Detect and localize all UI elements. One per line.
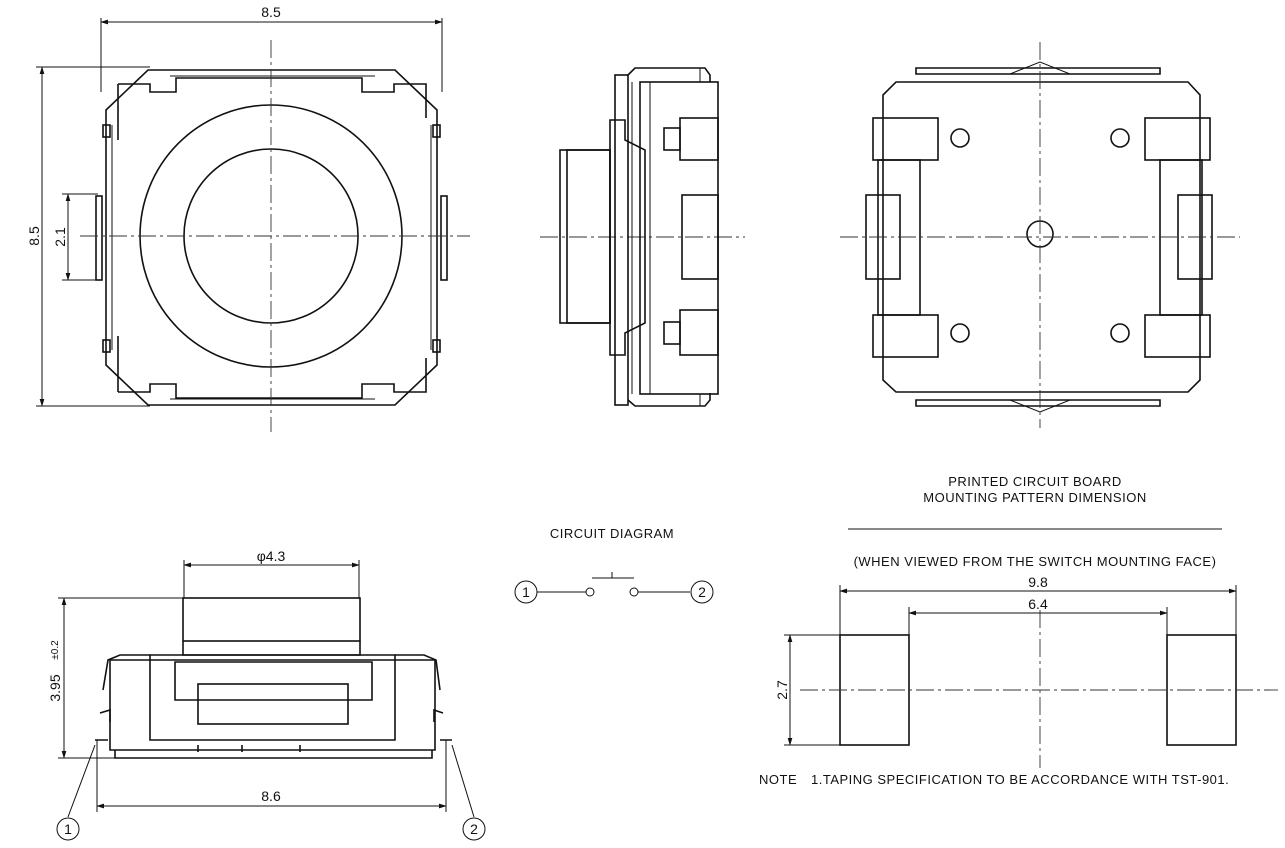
pin-2-callout xyxy=(462,817,486,841)
pin-1-label: 1 xyxy=(64,821,72,837)
top-view: 8.5 8.5 2.1 xyxy=(26,4,470,432)
circuit-diagram: CIRCUIT DIAGRAM 1 2 xyxy=(514,526,714,604)
top-width-dim: 8.5 xyxy=(261,4,281,20)
front-width-dim: 8.6 xyxy=(261,788,281,804)
height-tolerance: ±0.2 xyxy=(50,640,61,660)
height-dim: 3.95 xyxy=(47,674,63,701)
pcb-subtitle: (WHEN VIEWED FROM THE SWITCH MOUNTING FA… xyxy=(854,554,1217,569)
front-view: φ4.3 3.95 ±0.2 8.6 1 2 xyxy=(47,548,486,841)
circuit-node-2: 2 xyxy=(698,584,706,600)
pcb-outer-dim: 9.8 xyxy=(1028,574,1048,590)
pcb-pattern: PRINTED CIRCUIT BOARD MOUNTING PATTERN D… xyxy=(774,474,1278,768)
circuit-node-1: 1 xyxy=(522,584,530,600)
pcb-title-line2: MOUNTING PATTERN DIMENSION xyxy=(923,490,1146,505)
top-height-dim: 8.5 xyxy=(26,226,42,246)
note-text: 1.TAPING SPECIFICATION TO BE ACCORDANCE … xyxy=(811,772,1229,787)
pin-1-callout xyxy=(56,817,80,841)
side-view xyxy=(540,67,745,407)
bottom-view xyxy=(840,42,1240,428)
note-label: NOTE xyxy=(759,772,797,787)
pcb-height-dim: 2.7 xyxy=(774,680,790,700)
pcb-inner-dim: 6.4 xyxy=(1028,596,1048,612)
circuit-title: CIRCUIT DIAGRAM xyxy=(550,526,674,541)
note: NOTE 1.TAPING SPECIFICATION TO BE ACCORD… xyxy=(759,772,1229,787)
pin-pitch-dim: 2.1 xyxy=(52,227,68,247)
pcb-title-line1: PRINTED CIRCUIT BOARD xyxy=(948,474,1122,489)
button-diameter-dim: φ4.3 xyxy=(257,548,286,564)
pin-2-label: 2 xyxy=(470,821,478,837)
